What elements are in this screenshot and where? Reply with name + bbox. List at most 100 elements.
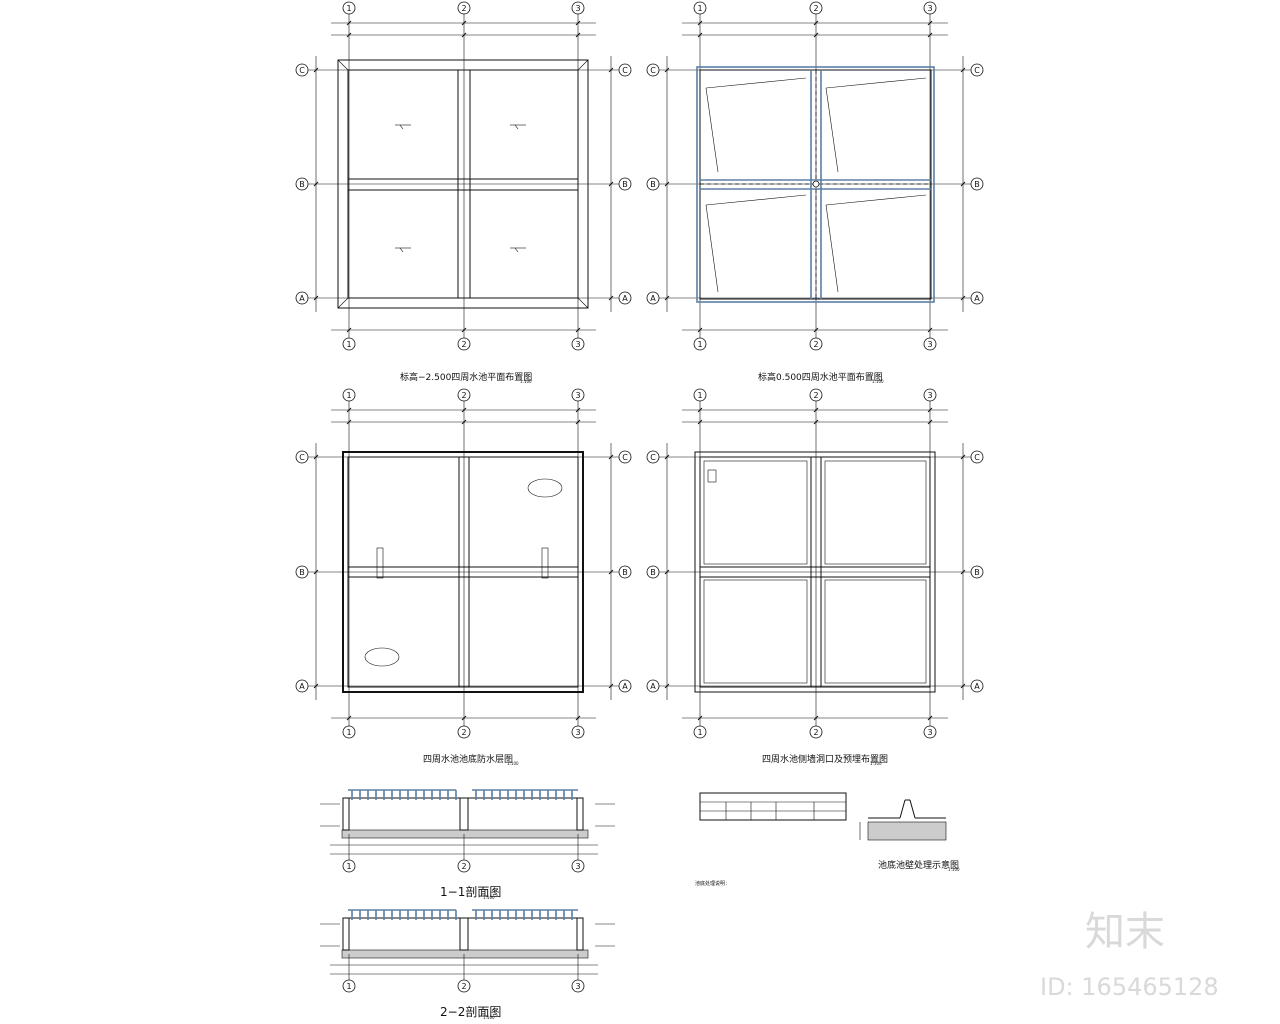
axis-bubble-circle	[693, 337, 707, 351]
axis-bubble-circle	[970, 679, 984, 693]
axis-bubble-circle	[618, 291, 632, 305]
dimension-tick	[697, 327, 703, 333]
table-frame	[699, 792, 847, 821]
dimension-tick	[461, 715, 467, 721]
dimension-tick	[927, 32, 933, 38]
axis-bubble-circle	[342, 337, 356, 351]
axis-bubble-C-right: C	[970, 63, 984, 77]
axis-bubble-label: 1	[697, 391, 702, 400]
axis-bubble-circle	[809, 1, 823, 15]
axis-bubble-circle	[693, 388, 707, 402]
axis-bubble-1-top: 1	[693, 388, 707, 402]
axis-bubble-label: 1	[346, 4, 351, 13]
axis-bubble-label: 3	[575, 982, 580, 991]
detail-line	[899, 799, 906, 819]
dimension-tick	[960, 181, 966, 187]
section2-title: 2−2剖面图	[440, 1005, 501, 1019]
dimension-tick	[813, 327, 819, 333]
base-slab	[341, 829, 589, 839]
dimension-tick	[313, 683, 319, 689]
axis-bubble-3-top: 3	[571, 1, 585, 15]
dimension-tick	[608, 683, 614, 689]
dimension-tick	[575, 20, 581, 26]
dimension-tick	[461, 327, 467, 333]
dimension-tick	[608, 295, 614, 301]
axis-bubble-circle	[571, 979, 585, 993]
axis-bubble-C-right: C	[618, 63, 632, 77]
dimension-tick	[575, 327, 581, 333]
dimension-tick	[927, 20, 933, 26]
slope-line	[825, 87, 839, 173]
axis-bubble-1-bottom: 1	[693, 725, 707, 739]
dimension-tick	[575, 715, 581, 721]
section-wall	[576, 917, 584, 951]
section-wall	[459, 797, 469, 831]
corner-line	[577, 59, 589, 71]
section2-scale: 1:100	[483, 1015, 495, 1020]
plan2-title: 标高0.500四周水池平面布置图	[758, 371, 883, 383]
dimension-tick	[664, 295, 670, 301]
axis-bubble-3-bottom: 3	[923, 337, 937, 351]
axis-bubble-A-left: A	[295, 291, 309, 305]
partition-wall-vertical	[458, 456, 470, 688]
axis-bubble-label: C	[622, 66, 628, 75]
axis-bubble-label: A	[299, 294, 305, 303]
elevation-mark	[399, 124, 404, 130]
axis-bubble-3-top: 3	[571, 388, 585, 402]
pool-outer-wall	[337, 59, 589, 309]
axis-bubble-label: 1	[346, 340, 351, 349]
axis-bubble-2-top: 2	[457, 388, 471, 402]
dimension-tick	[960, 295, 966, 301]
slope-line	[825, 77, 927, 89]
axis-bubble-A-left: A	[646, 679, 660, 693]
section1-scale: 1:100	[483, 895, 495, 900]
axis-bubble-label: 1	[346, 982, 351, 991]
detail-drawing	[859, 799, 947, 841]
axis-bubble-circle	[457, 388, 471, 402]
plan4-scale: 1:100	[870, 761, 882, 766]
dimension-tick	[927, 419, 933, 425]
dimension-tick	[697, 715, 703, 721]
dimension-tick	[346, 327, 352, 333]
dimension-tick	[575, 419, 581, 425]
axis-bubble-circle	[809, 725, 823, 739]
dimension-tick	[664, 181, 670, 187]
axis-bubble-3-bottom: 3	[571, 725, 585, 739]
dimension-tick	[461, 32, 467, 38]
dimension-tick	[960, 683, 966, 689]
axis-bubble-circle	[923, 725, 937, 739]
pipe-junction	[812, 180, 820, 188]
dimension-tick	[927, 715, 933, 721]
axis-bubble-2: 2	[457, 979, 471, 993]
slope-line	[705, 87, 719, 173]
elevation-mark	[399, 247, 404, 253]
axis-bubble-label: C	[650, 453, 656, 462]
axis-bubble-label: A	[650, 682, 656, 691]
slope-line	[705, 204, 719, 293]
axis-bubble-circle	[693, 725, 707, 739]
axis-bubble-circle	[809, 337, 823, 351]
axis-bubble-label: C	[299, 66, 305, 75]
axis-bubble-2-top: 2	[809, 388, 823, 402]
detail-scale: 1:100	[948, 867, 960, 872]
axis-bubble-1-top: 1	[342, 388, 356, 402]
dimension-tick	[813, 407, 819, 413]
dimension-tick	[697, 407, 703, 413]
dimension-tick	[346, 32, 352, 38]
dimension-tick	[346, 407, 352, 413]
axis-bubble-label: C	[974, 453, 980, 462]
axis-bubble-label: A	[622, 682, 628, 691]
dimension-tick	[346, 715, 352, 721]
axis-bubble-circle	[809, 388, 823, 402]
axis-bubble-B-left: B	[646, 565, 660, 579]
axis-bubble-circle	[970, 291, 984, 305]
axis-bubble-1-bottom: 1	[693, 337, 707, 351]
axis-bubble-circle	[342, 388, 356, 402]
axis-bubble-circle	[618, 565, 632, 579]
corner-line	[337, 59, 349, 71]
axis-bubble-circle	[295, 679, 309, 693]
dimension-tick	[461, 20, 467, 26]
axis-bubble-label: B	[974, 568, 980, 577]
axis-bubble-circle	[295, 450, 309, 464]
